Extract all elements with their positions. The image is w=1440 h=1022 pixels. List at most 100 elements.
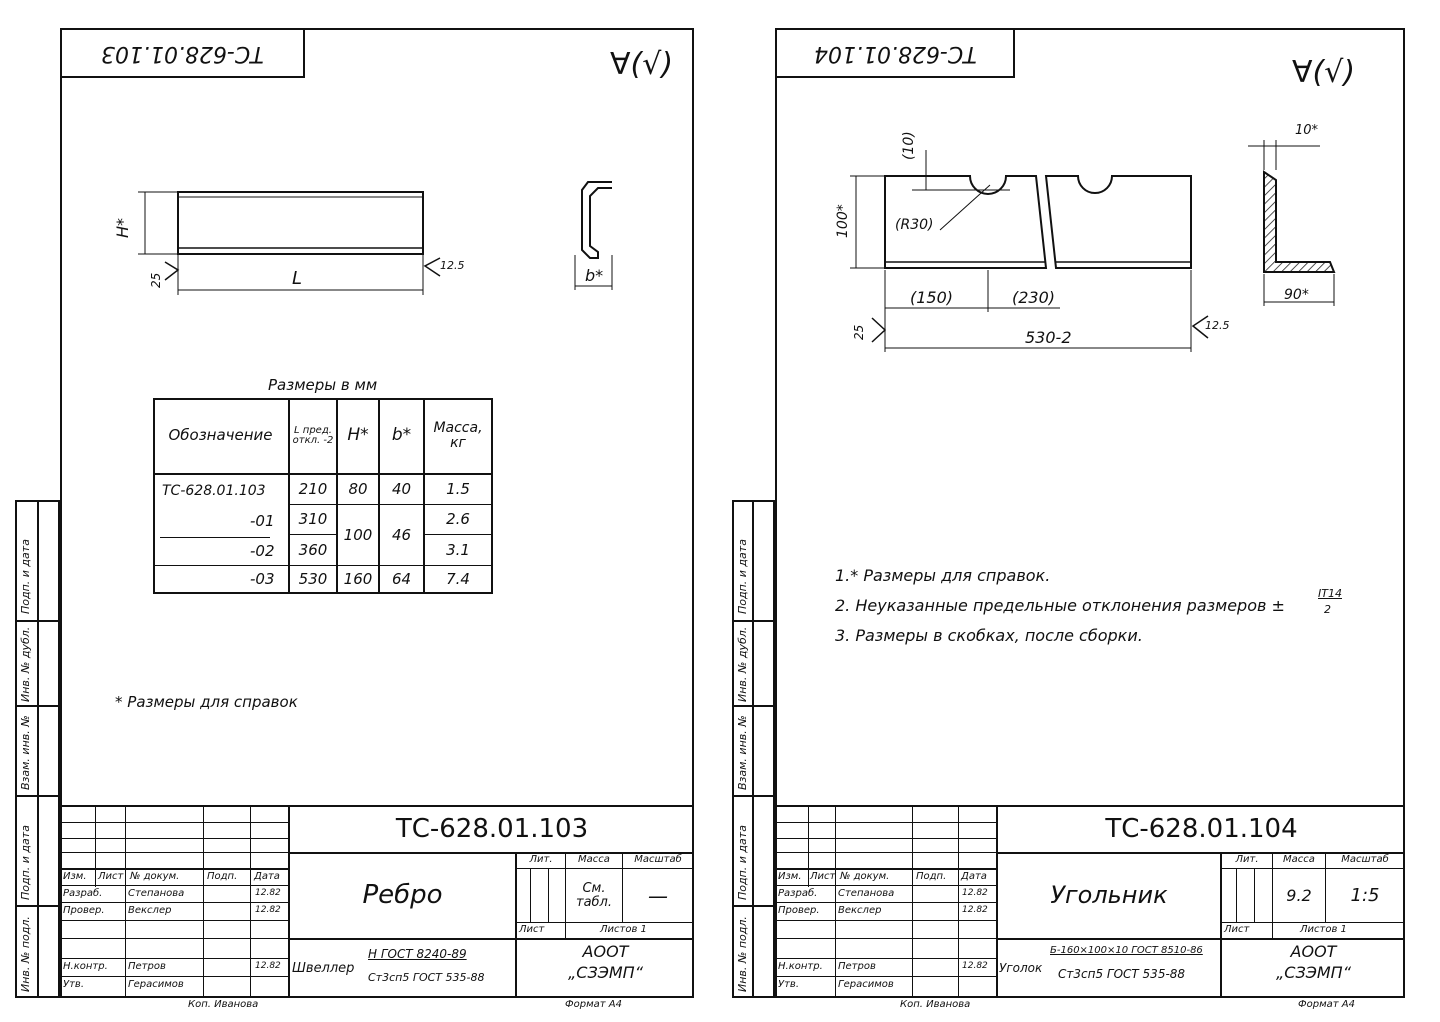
left-rough-right: 12.5 xyxy=(440,259,465,272)
right-dim-10-section: 10* xyxy=(1295,123,1319,138)
left-sheets-label: Листов 1 xyxy=(600,924,647,935)
left-sheet-label: Лист xyxy=(519,924,545,935)
right-dim-90: 90* xyxy=(1284,287,1309,303)
left-col-header: № докум. xyxy=(130,871,180,882)
left-mass-label: Масса xyxy=(578,854,610,866)
right-drawing-sheet xyxy=(775,28,1405,998)
left-footnote: * Размеры для справок xyxy=(115,693,298,711)
left-date: 12.82 xyxy=(255,905,281,915)
left-dim-l: L xyxy=(292,268,303,289)
left-role: Утв. xyxy=(63,979,84,990)
right-scale-label: Масштаб xyxy=(1341,854,1389,866)
left-person: Векслер xyxy=(128,905,172,916)
left-date: 12.82 xyxy=(255,888,281,898)
left-org-line-1: АООТ xyxy=(582,941,629,961)
right-role: Н.контр. xyxy=(778,961,823,972)
left-role: Н.контр. xyxy=(63,961,108,972)
left-scale-label: Масштаб xyxy=(634,854,682,866)
table-cell-mass: 2.6 xyxy=(446,510,470,529)
left-dimensions-table xyxy=(153,398,493,594)
right-material-kind: Уголок xyxy=(999,961,1043,975)
table-cell-l: 310 xyxy=(298,510,328,529)
table-cell-mass: 3.1 xyxy=(446,540,470,559)
table-cell-l: 360 xyxy=(298,540,328,559)
left-table-caption: Размеры в мм xyxy=(268,376,378,394)
table-cell-b: 46 xyxy=(391,525,412,544)
right-stamp-box: ТС-628.01.104 xyxy=(775,28,1015,78)
table-cell-l: 210 xyxy=(298,480,328,499)
right-designation: ТС-628.01.104 xyxy=(1105,813,1298,844)
right-col-header: Дата xyxy=(961,871,987,882)
table-row-code: -03 xyxy=(250,570,275,588)
left-role: Разраб. xyxy=(63,888,103,899)
right-copied: Коп. Иванова xyxy=(900,999,971,1010)
left-lit-label: Лит. xyxy=(529,854,553,866)
table-header-mass: Масса, кг xyxy=(433,420,483,451)
left-drawing-sheet xyxy=(60,28,694,998)
right-tolerance-top: IT14 xyxy=(1318,587,1342,600)
table-cell-h: 80 xyxy=(348,480,368,499)
left-org-line-2: „СЗЭМП“ xyxy=(567,962,643,982)
right-dim-r30: (R30) xyxy=(895,217,934,233)
right-col-header: № докум. xyxy=(840,871,890,882)
table-row-code: -02 xyxy=(250,542,275,560)
table-cell-mass: 1.5 xyxy=(446,480,470,499)
right-dim-10-top: (10) xyxy=(901,131,917,160)
left-format: Формат А4 xyxy=(565,999,622,1010)
right-note-3: 3. Размеры в скобках, после сборки. xyxy=(835,626,1143,645)
left-copied: Коп. Иванова xyxy=(188,999,259,1010)
right-mass-label: Масса xyxy=(1283,854,1315,866)
right-rough-right: 12.5 xyxy=(1205,319,1230,332)
right-person: Петров xyxy=(838,961,876,972)
left-date: 12.82 xyxy=(255,961,281,971)
right-col-header: Подп. xyxy=(916,871,947,882)
right-col-header: Изм. xyxy=(778,871,802,882)
table-cell-b: 40 xyxy=(391,480,412,499)
left-material-top: Н ГОСТ 8240-89 xyxy=(368,947,467,961)
left-col-header: Подп. xyxy=(207,871,238,882)
right-date: 12.82 xyxy=(962,961,988,971)
right-dim-230: (230) xyxy=(1012,288,1056,307)
right-dim-530: 530-2 xyxy=(1025,328,1072,347)
right-rough-edge: 25 xyxy=(852,324,866,340)
right-lit-label: Лит. xyxy=(1235,854,1259,866)
right-dim-150: (150) xyxy=(910,288,954,307)
right-org-line-2: „СЗЭМП“ xyxy=(1275,962,1351,982)
right-role: Разраб. xyxy=(778,888,818,899)
table-cell-b: 64 xyxy=(391,569,412,588)
left-col-header: Изм. xyxy=(63,871,87,882)
right-date: 12.82 xyxy=(962,905,988,915)
left-person: Петров xyxy=(128,961,166,972)
table-header-designation: Обозначение xyxy=(168,425,273,444)
right-person: Герасимов xyxy=(838,979,894,990)
left-part-name: Ребро xyxy=(362,880,443,911)
left-person: Степанова xyxy=(128,888,185,899)
right-person: Степанова xyxy=(838,888,895,899)
right-scale-value: 1:5 xyxy=(1350,884,1380,906)
right-role: Провер. xyxy=(778,905,820,916)
left-role: Провер. xyxy=(63,905,105,916)
left-roughness-symbol: ∀(√) xyxy=(610,47,674,82)
right-sheets-label: Листов 1 xyxy=(1300,924,1347,935)
left-dim-b: b* xyxy=(585,266,604,285)
right-format: Формат А4 xyxy=(1298,999,1355,1010)
right-tolerance-bottom: 2 xyxy=(1324,603,1331,616)
right-part-name: Угольник xyxy=(1050,881,1168,910)
left-stamp-box: ТС-628.01.103 xyxy=(60,28,305,78)
right-sheet-label: Лист xyxy=(1224,924,1250,935)
right-dim-100: 100* xyxy=(835,204,851,238)
right-date: 12.82 xyxy=(962,888,988,898)
table-header-b: b* xyxy=(391,424,412,445)
right-material-bottom: Ст3сп5 ГОСТ 535-88 xyxy=(1058,967,1186,981)
left-material-bottom: Ст3сп5 ГОСТ 535-88 xyxy=(368,971,485,984)
table-cell-h: 100 xyxy=(343,525,373,544)
left-mass-value: См. табл. xyxy=(576,881,612,910)
table-row-code: ТС-628.01.103 xyxy=(162,483,266,499)
right-org-line-1: АООТ xyxy=(1290,941,1337,961)
left-person: Герасимов xyxy=(128,979,184,990)
table-header-l: L пред. откл. -2 xyxy=(292,424,334,446)
table-cell-mass: 7.4 xyxy=(446,569,470,588)
right-material-top: Б-160×100×10 ГОСТ 8510-86 xyxy=(1050,945,1203,956)
